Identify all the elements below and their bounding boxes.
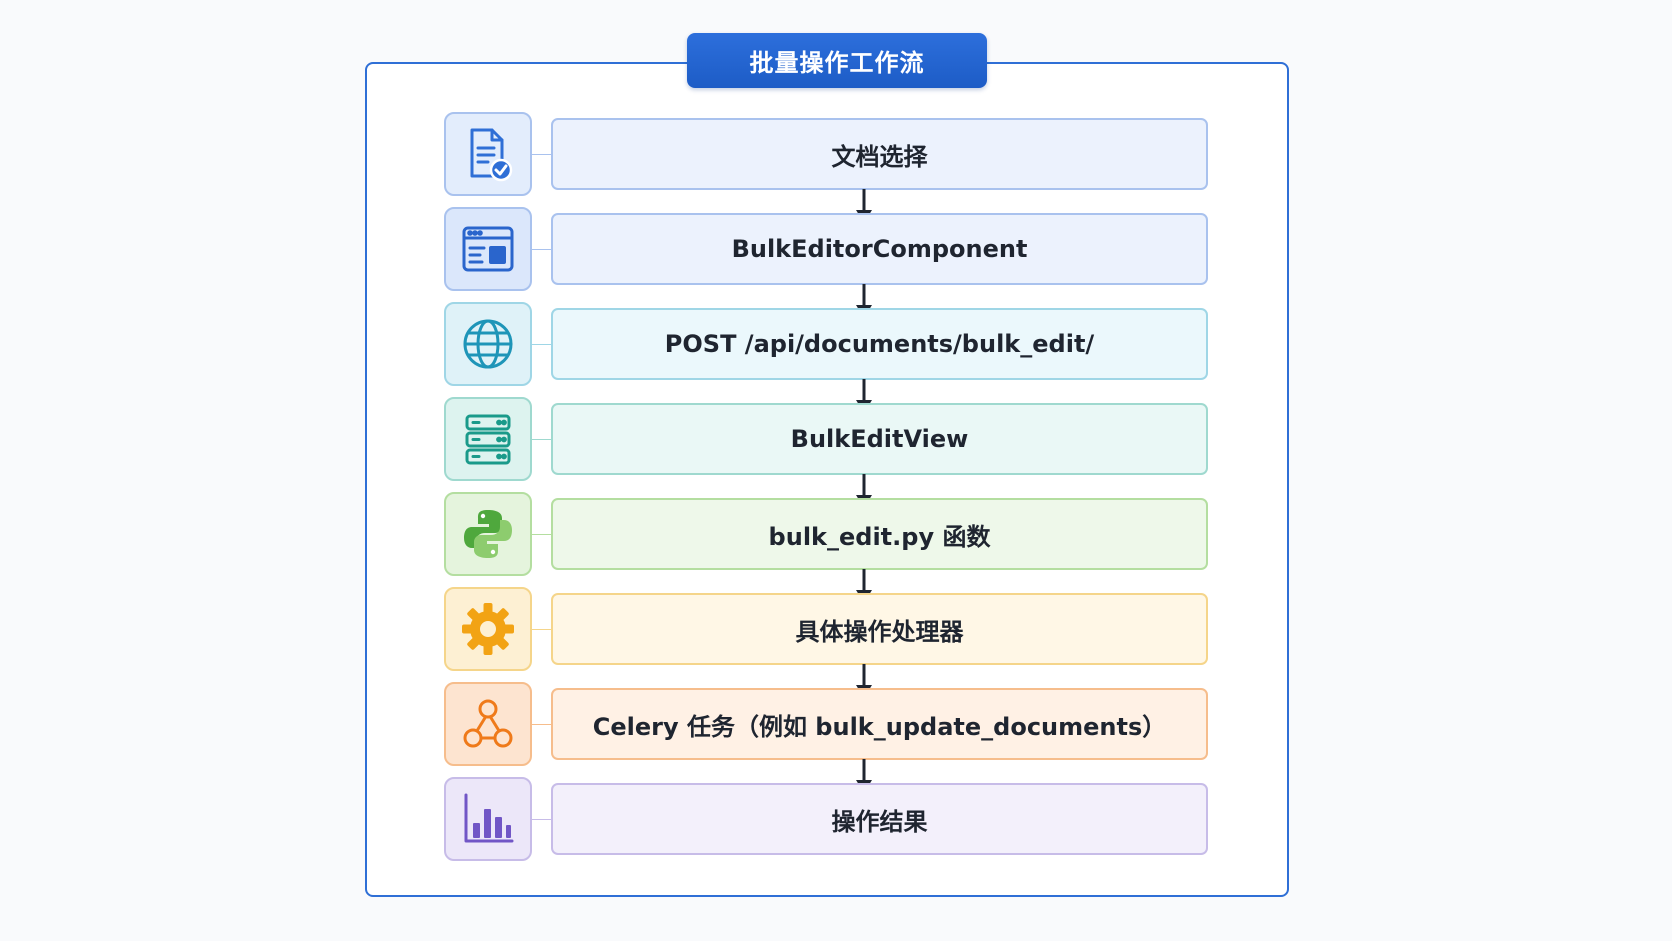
document-check-icon — [444, 112, 532, 196]
workflow-step: BulkEditorComponent — [0, 207, 1672, 291]
workflow-step: bulk_edit.py 函数 — [0, 492, 1672, 576]
step-box: BulkEditorComponent — [551, 213, 1208, 285]
icon-connector — [532, 344, 551, 345]
step-label: BulkEditView — [790, 425, 969, 453]
step-label: 具体操作处理器 — [795, 617, 964, 646]
step-label: POST /api/documents/bulk_edit/ — [664, 330, 1095, 358]
step-label: bulk_edit.py 函数 — [768, 522, 991, 551]
step-box: 操作结果 — [551, 783, 1208, 855]
step-label: BulkEditorComponent — [731, 235, 1028, 263]
icon-connector — [532, 534, 551, 535]
globe-icon — [444, 302, 532, 386]
icon-connector — [532, 819, 551, 820]
step-label: 操作结果 — [831, 807, 928, 836]
step-label: 文档选择 — [831, 142, 928, 171]
step-box: BulkEditView — [551, 403, 1208, 475]
bar-chart-icon — [444, 777, 532, 861]
workflow-step: BulkEditView — [0, 397, 1672, 481]
workflow-step: POST /api/documents/bulk_edit/ — [0, 302, 1672, 386]
workflow-step: 具体操作处理器 — [0, 587, 1672, 671]
icon-connector — [532, 629, 551, 630]
icon-connector — [532, 439, 551, 440]
browser-window-icon — [444, 207, 532, 291]
workflow-step: Celery 任务（例如 bulk_update_documents） — [0, 682, 1672, 766]
step-box: Celery 任务（例如 bulk_update_documents） — [551, 688, 1208, 760]
icon-connector — [532, 249, 551, 250]
python-icon — [444, 492, 532, 576]
step-label: Celery 任务（例如 bulk_update_documents） — [592, 712, 1167, 741]
icon-connector — [532, 154, 551, 155]
step-box: POST /api/documents/bulk_edit/ — [551, 308, 1208, 380]
step-box: 具体操作处理器 — [551, 593, 1208, 665]
workflow-step: 文档选择 — [0, 112, 1672, 196]
step-box: bulk_edit.py 函数 — [551, 498, 1208, 570]
gear-icon — [444, 587, 532, 671]
diagram-title: 批量操作工作流 — [749, 49, 925, 77]
step-box: 文档选择 — [551, 118, 1208, 190]
workflow-nodes-icon — [444, 682, 532, 766]
icon-connector — [532, 724, 551, 725]
workflow-step: 操作结果 — [0, 777, 1672, 861]
server-icon — [444, 397, 532, 481]
title-banner: 批量操作工作流 — [687, 33, 987, 88]
